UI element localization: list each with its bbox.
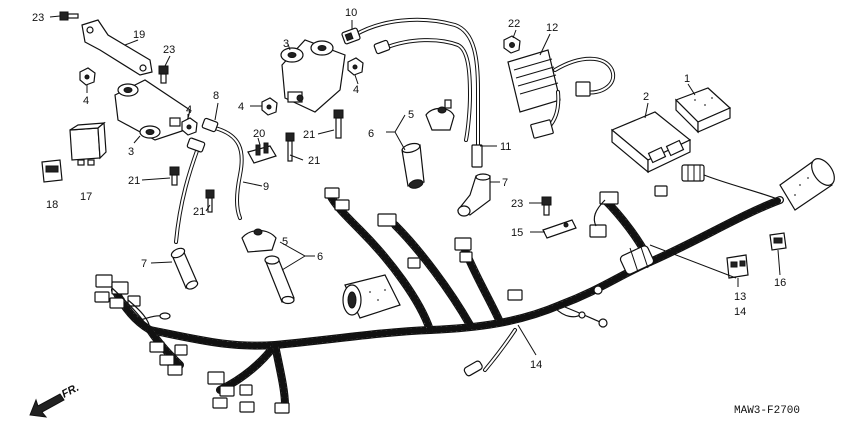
callout-20: 20 [253, 128, 265, 140]
callout-3: 3 [283, 38, 289, 50]
plug-cap-lower [241, 228, 295, 305]
callout-21: 21 [308, 155, 320, 167]
harness-boot [342, 274, 401, 319]
bolt-21-center [333, 109, 344, 139]
bolt-coil-bracket [158, 65, 169, 84]
callout-17: 17 [80, 191, 92, 203]
harness-end-grommet [779, 158, 835, 211]
callout-13: 13 [734, 291, 746, 303]
nut-coil-left [181, 117, 198, 136]
callout-4: 4 [238, 101, 244, 113]
callout-8: 8 [213, 90, 219, 102]
callout-14: 14 [734, 306, 746, 318]
ignition-coil-bracket [81, 19, 153, 76]
callout-18: 18 [46, 199, 58, 211]
front-direction-arrow [29, 393, 65, 418]
leader-lines [49, 15, 781, 356]
ignition-coil-left [114, 79, 191, 141]
callout-21: 21 [128, 175, 140, 187]
spark-plug-wire-upper [341, 17, 483, 168]
control-unit [610, 111, 692, 174]
callout-7: 7 [141, 258, 147, 270]
callout-11: 11 [500, 141, 511, 153]
callout-7: 7 [502, 177, 508, 189]
callout-16: 16 [774, 277, 786, 289]
nut-22 [503, 35, 521, 54]
spark-plug-cap-left [170, 247, 199, 290]
plug-cap-upper [401, 99, 455, 189]
callout-19: 19 [133, 29, 145, 41]
connector-16 [769, 232, 787, 251]
bolt-21-mid [285, 132, 295, 162]
branch-connectors [324, 187, 619, 301]
nut-left [79, 67, 96, 86]
callout-6: 6 [317, 251, 323, 263]
bracket-stay [542, 219, 577, 239]
ignition-coil-center [280, 39, 346, 113]
callout-9: 9 [263, 181, 269, 193]
callout-21: 21 [303, 129, 315, 141]
callout-14: 14 [530, 359, 542, 371]
left-connector-cluster [94, 274, 290, 414]
callout-3: 3 [128, 146, 134, 158]
bolt-21-left [169, 166, 180, 186]
callout-2: 2 [643, 91, 649, 103]
spark-plug-cap-right [457, 173, 491, 217]
connector-13 [726, 254, 749, 279]
callout-23: 23 [32, 12, 44, 24]
callout-4: 4 [186, 104, 192, 116]
spark-plug-wire-left [174, 117, 244, 244]
callout-1: 1 [684, 73, 690, 85]
callout-labels: 23 19 23 4 4 3 17 18 21 21 8 9 20 21 21 … [32, 7, 800, 417]
callout-4: 4 [83, 95, 89, 107]
diagram-code: MAW3-F2700 [734, 405, 800, 417]
callout-6: 6 [368, 128, 374, 140]
connector-cap [41, 159, 63, 183]
callout-10: 10 [345, 7, 357, 19]
callout-4: 4 [353, 84, 359, 96]
nut-center [261, 97, 278, 116]
callout-5: 5 [408, 109, 414, 121]
callout-23: 23 [163, 44, 175, 56]
nut-upper [347, 57, 364, 76]
bullet-connector-lead [463, 328, 517, 377]
bolt-23-right [541, 196, 552, 216]
harness-clip [247, 142, 277, 164]
ground-terminals [554, 285, 608, 328]
harness-clamp [619, 243, 655, 275]
callout-15: 15 [511, 227, 523, 239]
callout-12: 12 [546, 22, 558, 34]
callout-22: 22 [508, 18, 520, 30]
callout-21: 21 [193, 206, 205, 218]
regulator-rectifier [507, 49, 616, 139]
callout-5: 5 [282, 236, 288, 248]
ignition-module [674, 87, 732, 134]
harness-connector-right [654, 164, 781, 201]
relay [69, 121, 107, 166]
callout-23: 23 [511, 198, 523, 210]
